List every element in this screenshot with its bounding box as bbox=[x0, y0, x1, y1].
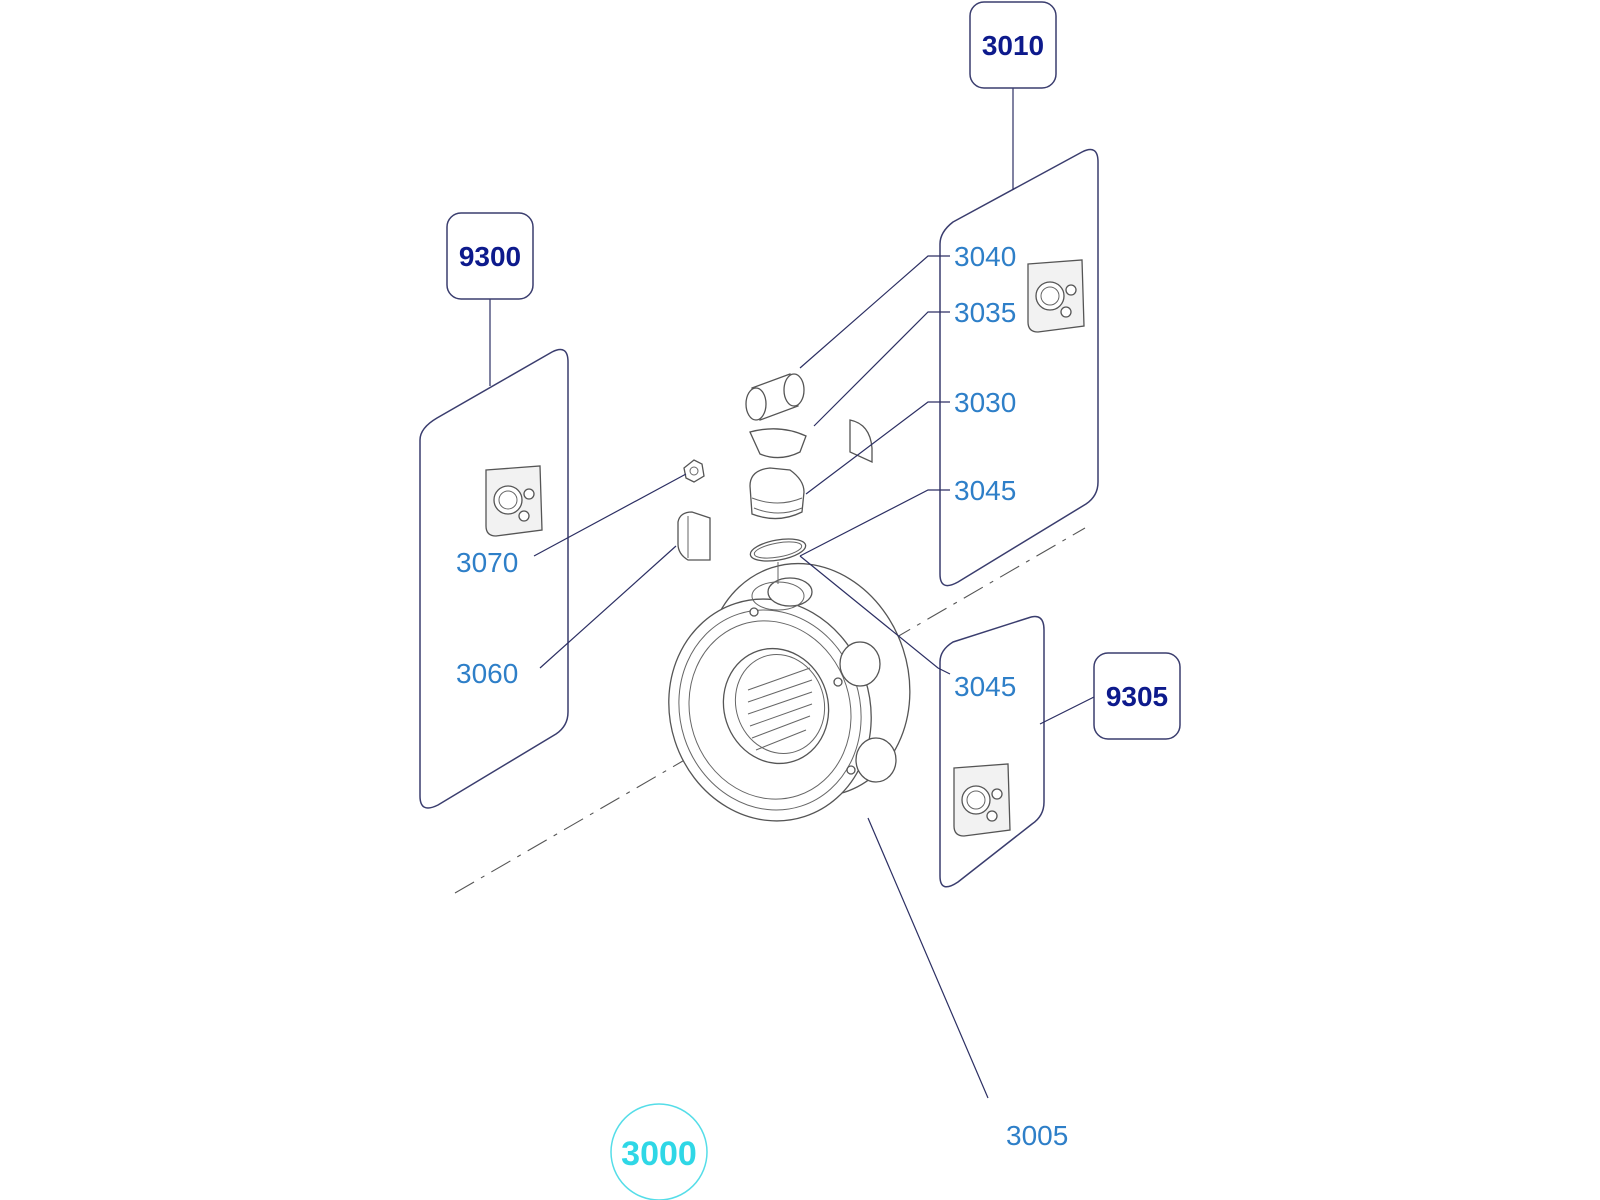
leader-3045a bbox=[799, 489, 950, 557]
mini-manifold-icon-3010 bbox=[1027, 259, 1085, 333]
panel-9300 bbox=[419, 348, 569, 809]
mini-manifold-icon-9305 bbox=[953, 763, 1011, 837]
callout-box-3010[interactable]: 3010 bbox=[969, 1, 1057, 89]
panel-3010 bbox=[939, 148, 1099, 587]
mini-manifold-icon-9300 bbox=[485, 465, 543, 537]
assembly-number: 3000 bbox=[621, 1135, 697, 1173]
part-label-3045-upper[interactable]: 3045 bbox=[954, 475, 1016, 506]
part-label-3070[interactable]: 3070 bbox=[456, 547, 518, 578]
part-label-3060[interactable]: 3060 bbox=[456, 658, 518, 689]
panel-9305 bbox=[939, 615, 1045, 888]
center-axis-line bbox=[454, 527, 1086, 894]
part-3045-oring bbox=[749, 538, 807, 611]
leader-3040 bbox=[799, 255, 950, 369]
callout-box-9300[interactable]: 9300 bbox=[446, 212, 534, 300]
part-3070-nut bbox=[683, 459, 705, 483]
assembly-number-badge: 3000 bbox=[610, 1103, 708, 1200]
callout-label: 9300 bbox=[459, 241, 521, 272]
leader-3005 bbox=[867, 817, 989, 1099]
leader-3045b bbox=[799, 555, 951, 675]
callout-label: 9305 bbox=[1106, 681, 1168, 712]
leader-3070 bbox=[533, 473, 687, 557]
part-label-3040[interactable]: 3040 bbox=[954, 241, 1016, 272]
part-3030-plug bbox=[749, 419, 873, 520]
part-3035-seal bbox=[749, 428, 807, 459]
part-3040-cap bbox=[745, 373, 805, 421]
part-label-3030[interactable]: 3030 bbox=[954, 387, 1016, 418]
part-label-3005[interactable]: 3005 bbox=[1006, 1120, 1068, 1151]
leader-3030 bbox=[805, 401, 950, 495]
part-3060-key bbox=[677, 511, 711, 561]
callout-box-9305[interactable]: 9305 bbox=[1093, 652, 1181, 740]
part-label-3035[interactable]: 3035 bbox=[954, 297, 1016, 328]
callout-label: 3010 bbox=[982, 30, 1044, 61]
leader-3060 bbox=[539, 545, 677, 669]
leader-3035 bbox=[813, 311, 950, 427]
ring-body-3005 bbox=[668, 562, 911, 822]
part-label-3045-lower[interactable]: 3045 bbox=[954, 671, 1016, 702]
leader-9305 bbox=[1039, 696, 1095, 725]
